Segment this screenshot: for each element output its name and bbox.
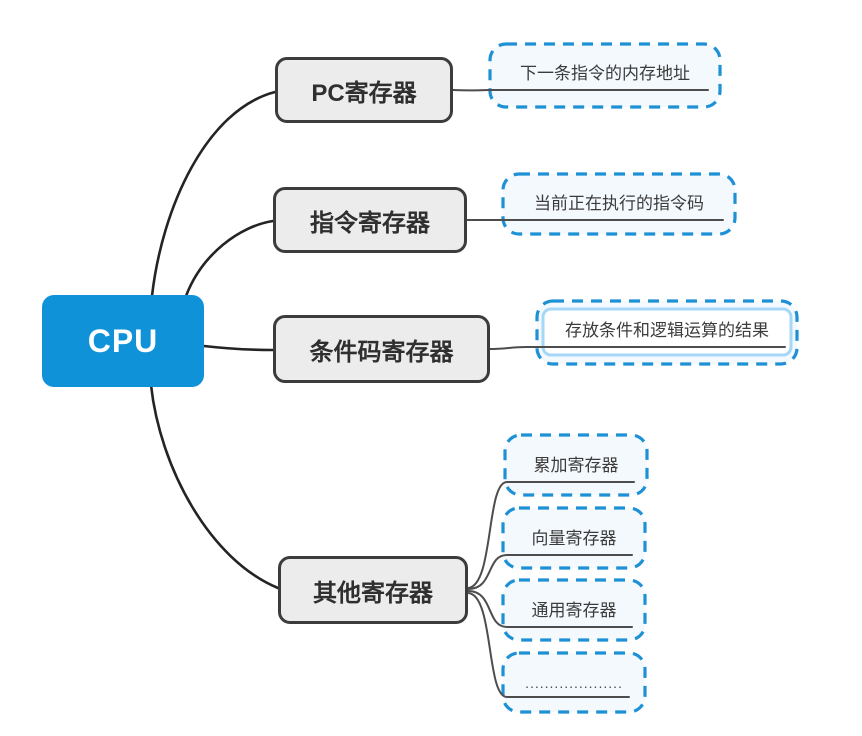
child-topic-vector-register[interactable]: 向量寄存器 [531, 529, 617, 548]
connector-other-gen [467, 590, 633, 628]
boundary-gen[interactable] [501, 578, 647, 642]
child-topic-current-instruction-code[interactable]: 当前正在执行的指令码 [534, 194, 704, 213]
connector-cond-child [489, 346, 786, 350]
connector-root-cond [202, 344, 275, 352]
connector-root-other [149, 383, 280, 590]
connector-root-pc [150, 90, 277, 298]
connector-root-instr [184, 219, 275, 298]
root-topic-cpu[interactable]: CPU [42, 295, 204, 387]
child-topic-accumulator-register[interactable]: 累加寄存器 [533, 456, 619, 475]
branch-topic-pc-register[interactable]: PC寄存器 [275, 57, 453, 123]
branch-topic-condition-code-register[interactable]: 条件码寄存器 [273, 315, 490, 383]
selection-highlight [541, 307, 793, 357]
boundary-acc[interactable] [503, 433, 649, 497]
child-topic-ellipsis[interactable]: .................... [525, 675, 623, 691]
boundary-vec[interactable] [501, 506, 647, 570]
child-topic-next-instruction-address[interactable]: 下一条指令的内存地址 [520, 64, 690, 83]
child-topic-general-register[interactable]: 通用寄存器 [531, 601, 617, 620]
connector-other-vec [467, 554, 633, 590]
child-topic-condition-logic-result[interactable]: 存放条件和逻辑运算的结果 [565, 321, 769, 340]
connector-other-dots [467, 592, 630, 698]
branch-topic-other-registers[interactable]: 其他寄存器 [278, 556, 468, 624]
boundary-pc-child[interactable] [488, 42, 722, 109]
branch-topic-instruction-register[interactable]: 指令寄存器 [273, 187, 467, 253]
connector-other-acc [467, 481, 635, 589]
